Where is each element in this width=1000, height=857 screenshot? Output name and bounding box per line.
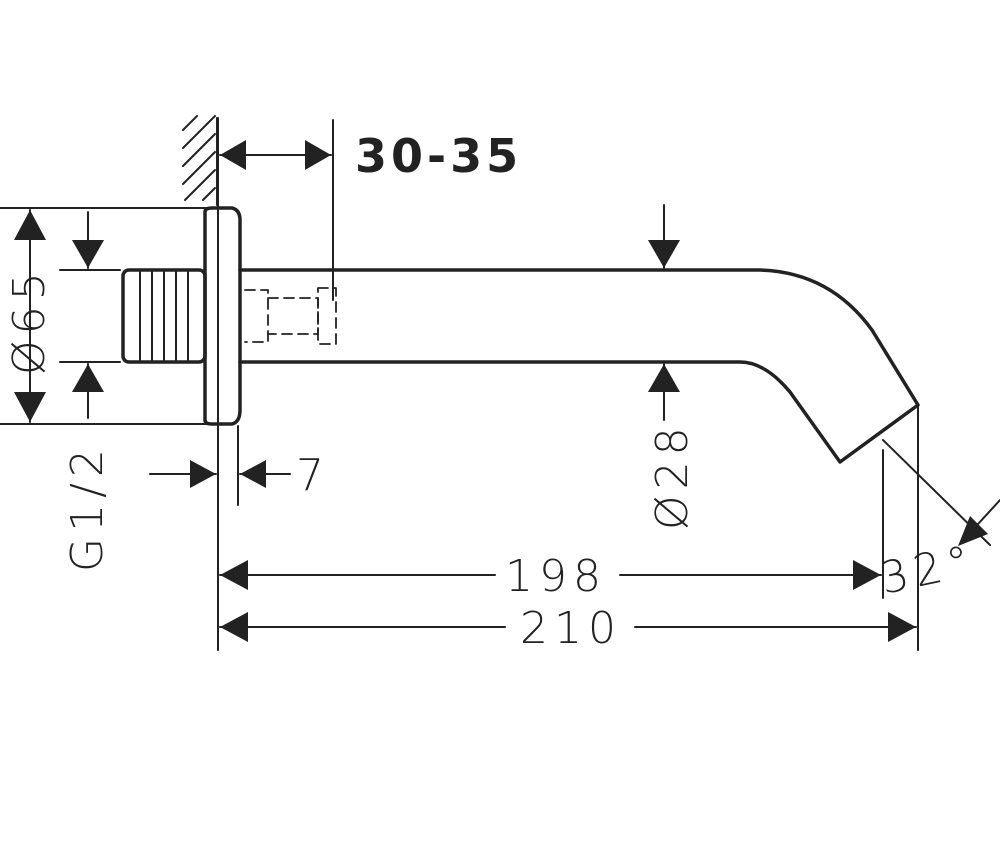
label-length-198: 198 bbox=[505, 551, 607, 602]
label-length-210: 210 bbox=[520, 603, 622, 654]
extension-lines bbox=[0, 117, 991, 651]
spout-body bbox=[238, 268, 920, 464]
label-angle: 32° bbox=[876, 535, 981, 605]
flange bbox=[203, 206, 242, 426]
label-thread: G1/2 bbox=[62, 443, 113, 572]
hidden-fitting bbox=[244, 287, 337, 345]
label-wall-depth: 30-35 bbox=[355, 129, 522, 183]
label-flange-thickness: 7 bbox=[296, 450, 330, 501]
label-diameter-flange: Ø65 bbox=[4, 266, 55, 375]
thread-connector bbox=[121, 268, 207, 364]
wall-hatch bbox=[182, 115, 218, 206]
label-diameter-spout: Ø28 bbox=[647, 421, 698, 530]
arrowheads bbox=[14, 140, 988, 642]
